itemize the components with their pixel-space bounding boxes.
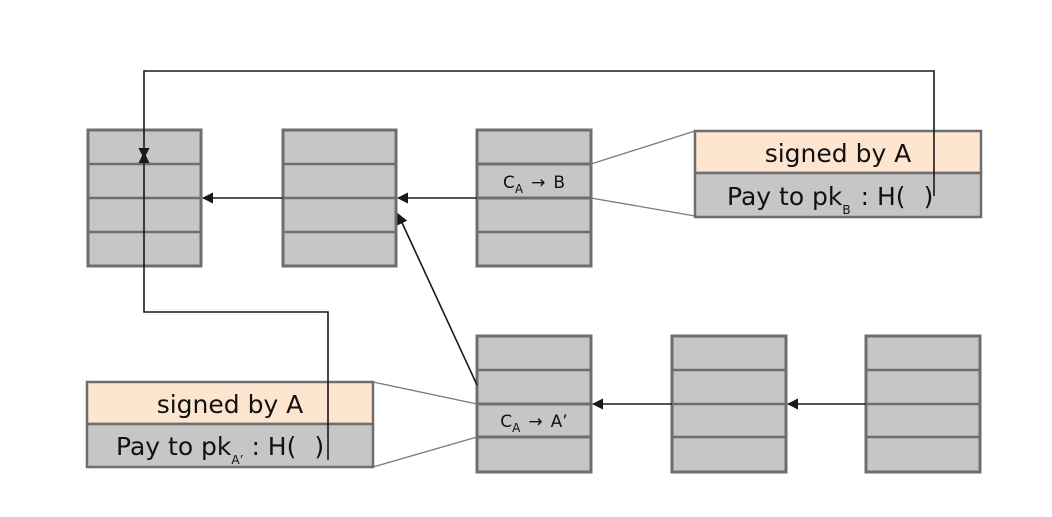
signed-label-bottom: signed by A: [157, 390, 304, 419]
signed-label-top: signed by A: [765, 139, 912, 168]
block-3-top: [475, 128, 593, 268]
tx-detail-to-a-prime: [85, 380, 375, 469]
block-2: [281, 128, 398, 268]
hash-reference-bottom-tx: [138, 151, 329, 460]
zoom-line-bottom-upper: [372, 381, 478, 405]
zoom-line-top-lower: [590, 197, 696, 217]
tx-row-to-b: [475, 162, 593, 200]
zoom-line-top-upper: [590, 130, 696, 165]
block-5-fork: [864, 334, 982, 474]
pay-text-top: Pay to pkB: H(): [727, 182, 933, 217]
hash-reference-top-tx: [138, 70, 935, 196]
pay-row-bottom: [85, 422, 375, 469]
tx-label-to-b: CA→B: [503, 173, 565, 196]
tx-row-to-a-prime: [475, 402, 593, 439]
pay-text-bottom: Pay to pkA’: H(): [116, 432, 324, 467]
tx-label-to-a-prime: CA→A’: [500, 412, 567, 435]
block-3-fork: [475, 334, 593, 474]
hash-pointer-fork-to-block2: [397, 212, 478, 386]
zoom-line-bottom-lower: [372, 436, 478, 468]
signed-header-bottom: [85, 380, 375, 426]
block-4-fork: [670, 334, 788, 474]
